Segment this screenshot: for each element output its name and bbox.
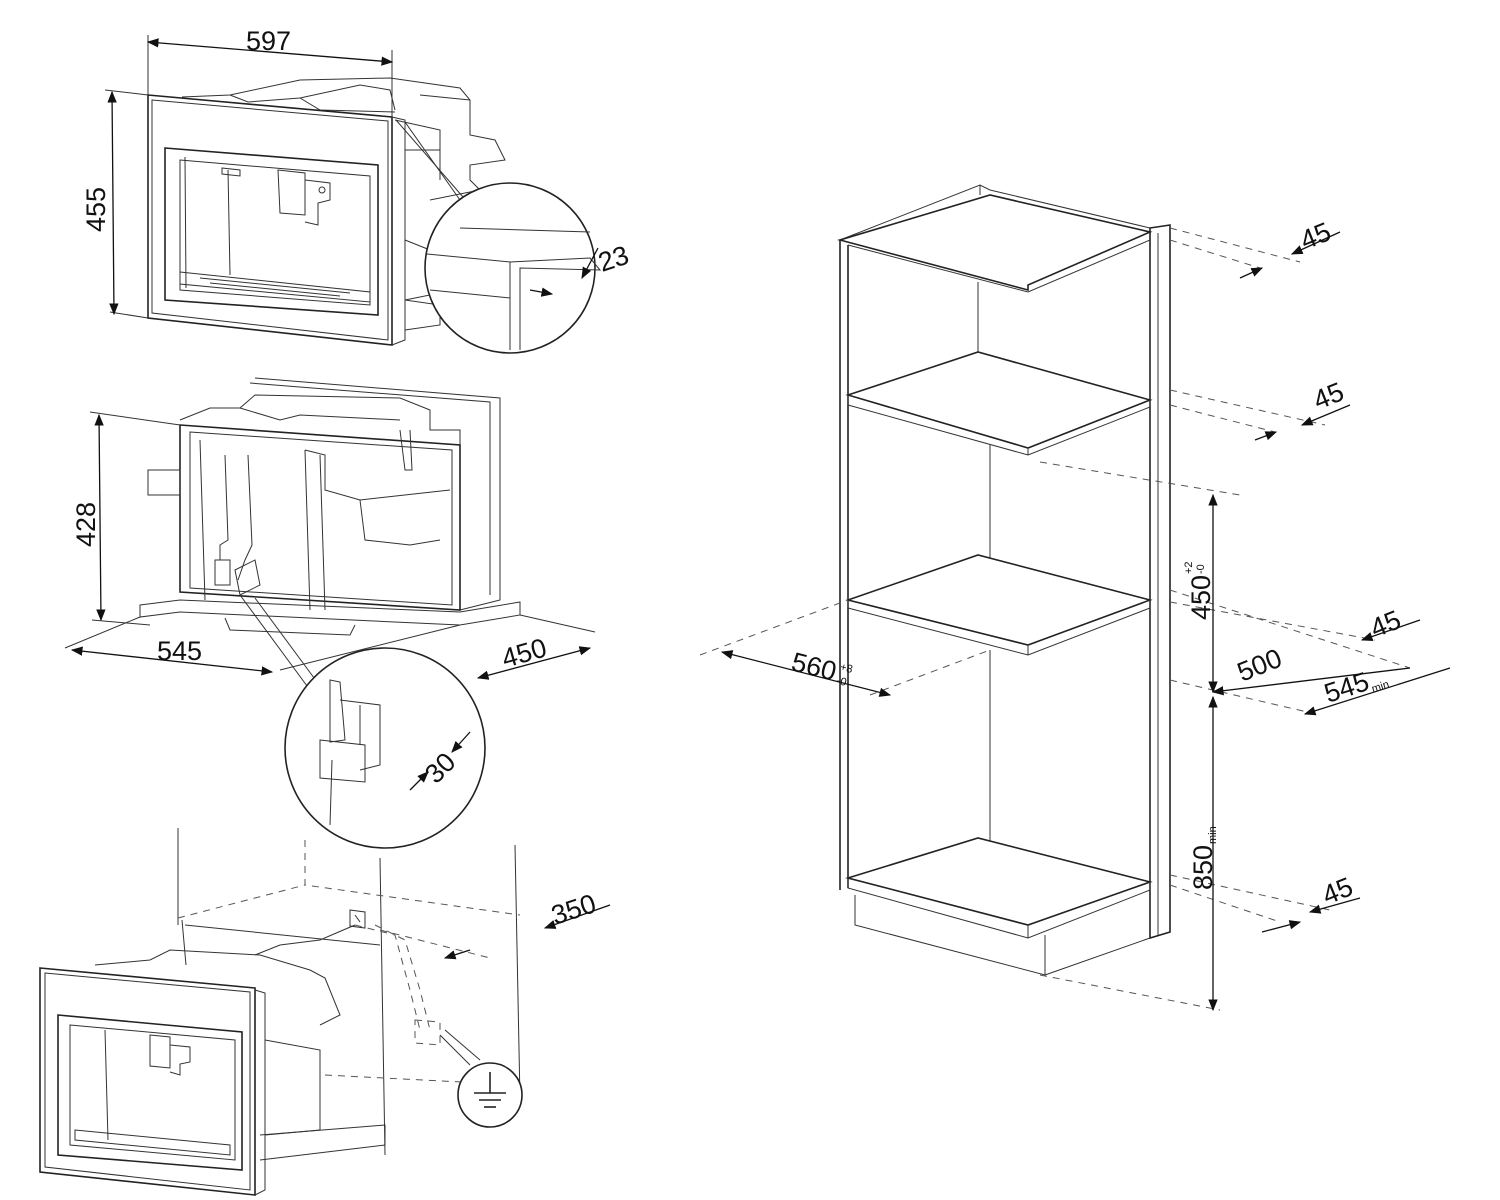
- svg-text:545: 545: [1321, 666, 1373, 708]
- niche-floor-height-label: 850 min: [1188, 826, 1219, 890]
- svg-text:min: min: [1370, 679, 1391, 696]
- cabinet-drawing: [699, 184, 1411, 1011]
- ground-symbol-icon: [474, 1072, 506, 1108]
- niche-width-label: 560 +8 -0: [789, 647, 854, 689]
- cable-detail-circle: [239, 594, 486, 849]
- socket-height-dimension-label: 350: [548, 888, 600, 930]
- body-width-dimension-label: 450: [498, 633, 550, 674]
- appliance-rear-view: [139, 377, 521, 636]
- frame-detail-circle: [395, 119, 602, 354]
- appliance-front-view: [147, 77, 506, 346]
- niche-height-label: 450 +2 -0: [1183, 561, 1216, 620]
- svg-text:850: 850: [1188, 845, 1218, 890]
- upper-shelf-thickness-label: 45: [1309, 376, 1348, 415]
- svg-text:-0: -0: [835, 675, 847, 689]
- svg-text:-0: -0: [1195, 564, 1207, 574]
- niche-depth-label: 500: [1233, 643, 1286, 688]
- width-dimension-label: 597: [246, 26, 291, 56]
- body-height-dimension-label: 428: [71, 502, 101, 547]
- svg-text:450: 450: [1186, 575, 1216, 620]
- frame-depth-dimension-label: 23: [595, 240, 633, 278]
- height-dimension-label: 455: [81, 187, 111, 232]
- svg-text:+2: +2: [1183, 561, 1195, 574]
- svg-text:min: min: [1207, 826, 1219, 844]
- appliance-installed-view: [39, 828, 523, 1196]
- svg-text:560: 560: [789, 647, 840, 687]
- cabinet-depth-label: 545 min: [1321, 666, 1391, 708]
- bottom-shelf-thickness-label: 45: [1318, 871, 1357, 910]
- dimension-lines: [64, 35, 1451, 1012]
- middle-shelf-thickness-label: 45: [1366, 604, 1405, 643]
- body-depth-dimension-label: 545: [157, 636, 202, 666]
- svg-text:+8: +8: [839, 661, 854, 676]
- dimension-labels: 597 455 23 428 545 450 30 350 45 45 45 4…: [71, 26, 1405, 931]
